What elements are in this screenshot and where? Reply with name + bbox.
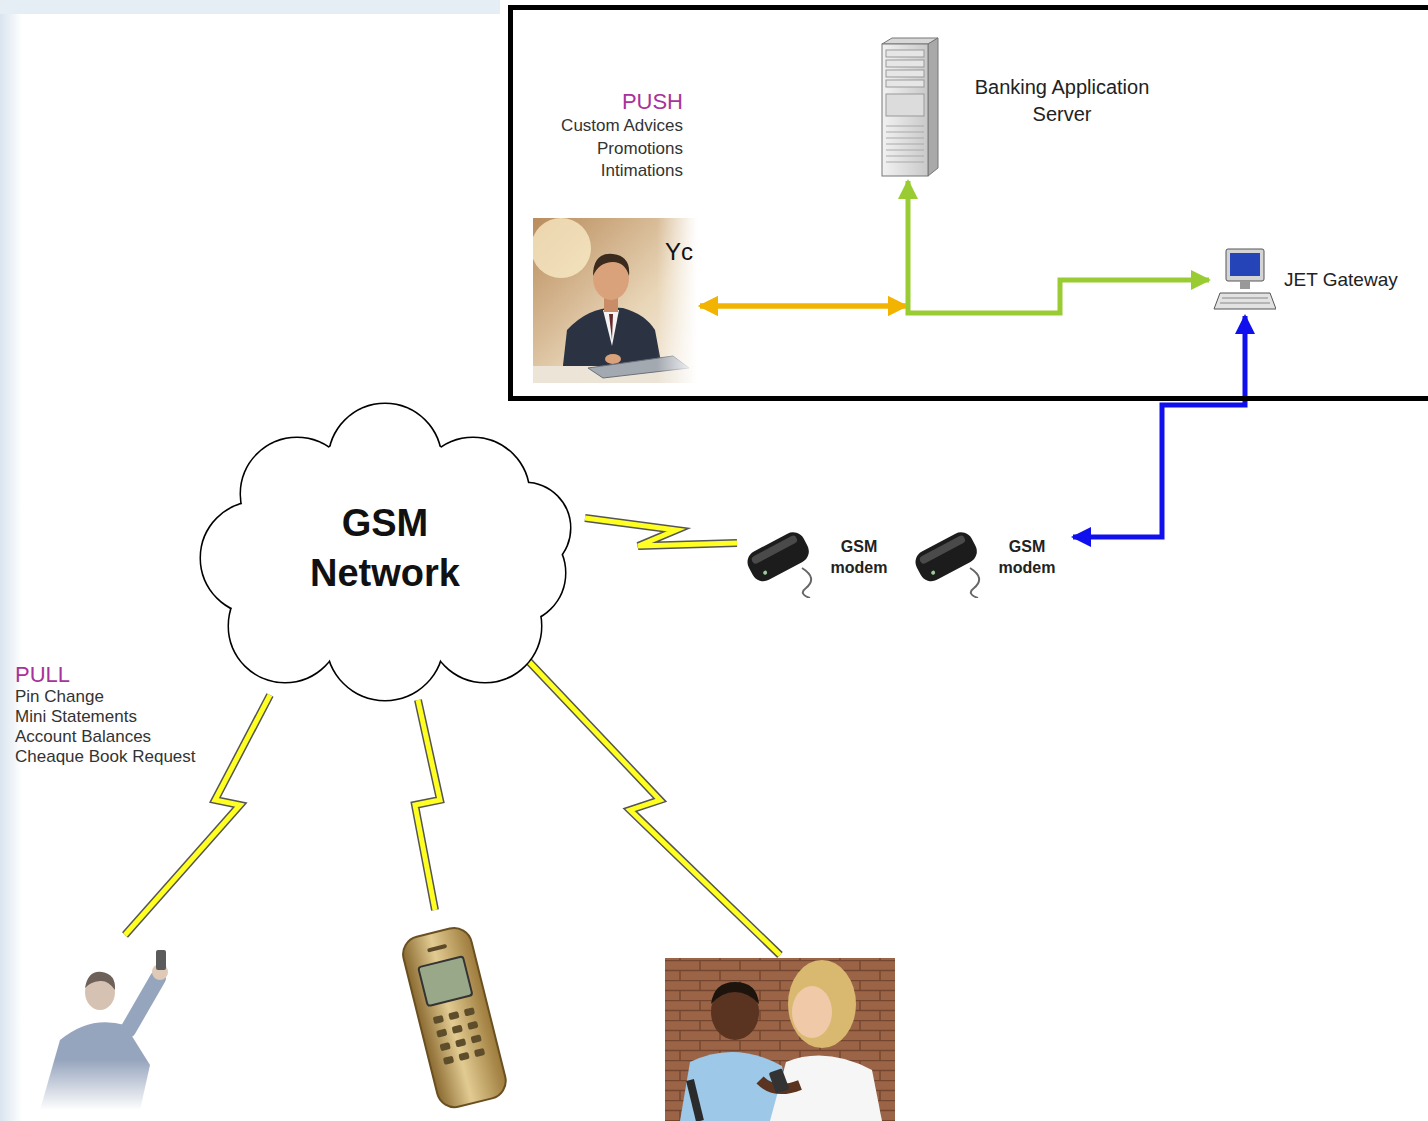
network-cloud: GSM Network	[185, 398, 585, 703]
computer-icon	[1212, 247, 1276, 313]
photo-caption: Yc	[665, 238, 693, 266]
arrow-line	[700, 304, 906, 309]
connector	[585, 518, 737, 546]
push-heading: PUSH	[523, 90, 683, 114]
server-node: Banking Application Server	[872, 36, 1182, 178]
connector	[1073, 316, 1245, 537]
cloud-label: GSM Network	[285, 498, 485, 598]
lightning-outline	[585, 518, 737, 546]
modem-node: GSM modem	[908, 518, 1070, 598]
user-photo: Yc	[533, 218, 697, 383]
modem-label: GSM modem	[822, 536, 896, 578]
pull-item: Cheaque Book Request	[15, 747, 196, 767]
mobile-phone	[399, 924, 509, 1111]
modem-icon	[740, 518, 820, 598]
gateway-label: JET Gateway	[1284, 268, 1398, 292]
modem-node: GSM modem	[740, 518, 900, 598]
pull-item: Account Balances	[15, 727, 151, 747]
pull-item: Pin Change	[15, 687, 104, 707]
push-item: Promotions	[523, 138, 683, 160]
left-band	[0, 0, 22, 1121]
server-icon	[872, 36, 942, 178]
arrow-line	[700, 304, 906, 309]
push-region: PUSHCustom AdvicesPromotionsIntimationsY…	[508, 5, 1428, 401]
connector	[700, 280, 1209, 313]
person-with-phone	[20, 950, 220, 1110]
push-item: Intimations	[523, 160, 683, 182]
arrow-line	[1073, 316, 1245, 537]
arrow-line	[908, 280, 1209, 313]
push-item: Custom Advices	[523, 115, 683, 137]
modem-label: GSM modem	[990, 536, 1064, 578]
gateway-node: JET Gateway	[1212, 247, 1417, 313]
pull-item: Mini Statements	[15, 707, 137, 727]
couple-photo	[665, 958, 895, 1121]
pull-heading: PULL	[15, 663, 70, 687]
top-band	[0, 0, 500, 14]
server-label: Banking Application Server	[952, 74, 1172, 128]
lightning-bolts	[125, 650, 780, 955]
arrow-line	[906, 181, 911, 306]
cloud-outline	[185, 398, 585, 703]
connector	[700, 181, 908, 306]
lightning-link	[585, 518, 737, 546]
modem-icon	[908, 518, 988, 598]
